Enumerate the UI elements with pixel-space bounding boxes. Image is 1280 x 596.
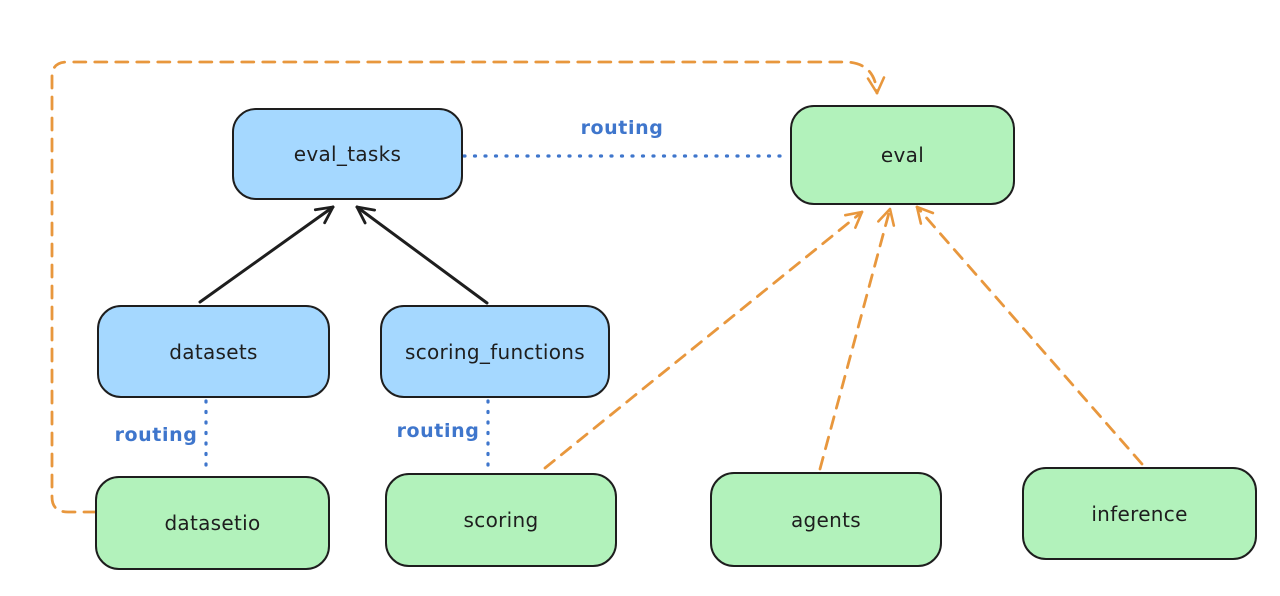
node-eval-tasks-label: eval_tasks (293, 142, 402, 166)
edge-label-routing-scoring-functions-scoring: routing (396, 420, 480, 442)
edge-datasets-to-eval-tasks (198, 205, 335, 304)
node-scoring-functions-label: scoring_functions (404, 339, 586, 364)
node-datasets: datasets (97, 305, 330, 398)
edge-label-routing-datasets-datasetio: routing (114, 424, 198, 446)
node-scoring-functions: scoring_functions (380, 305, 610, 398)
node-agents-label: agents (791, 507, 861, 532)
edge-scoring-to-eval (543, 210, 864, 470)
edge-datasetio-to-eval (50, 60, 886, 514)
node-eval-tasks: eval_tasks (232, 108, 463, 200)
node-datasetio: datasetio (95, 476, 330, 570)
node-scoring-label: scoring (463, 508, 539, 532)
edge-label-routing-eval-tasks-eval: routing (580, 117, 664, 139)
edge-inference-to-eval (915, 205, 1144, 466)
node-scoring: scoring (385, 473, 617, 567)
node-inference: inference (1022, 467, 1257, 560)
edge-agents-to-eval (818, 207, 896, 471)
node-agents: agents (710, 472, 942, 567)
node-datasets-label: datasets (169, 339, 258, 364)
edge-scoring-functions-to-eval-tasks (355, 205, 489, 305)
node-datasetio-label: datasetio (164, 511, 261, 535)
node-inference-label: inference (1091, 501, 1188, 526)
node-eval: eval (790, 105, 1015, 205)
node-eval-label: eval (880, 143, 925, 167)
